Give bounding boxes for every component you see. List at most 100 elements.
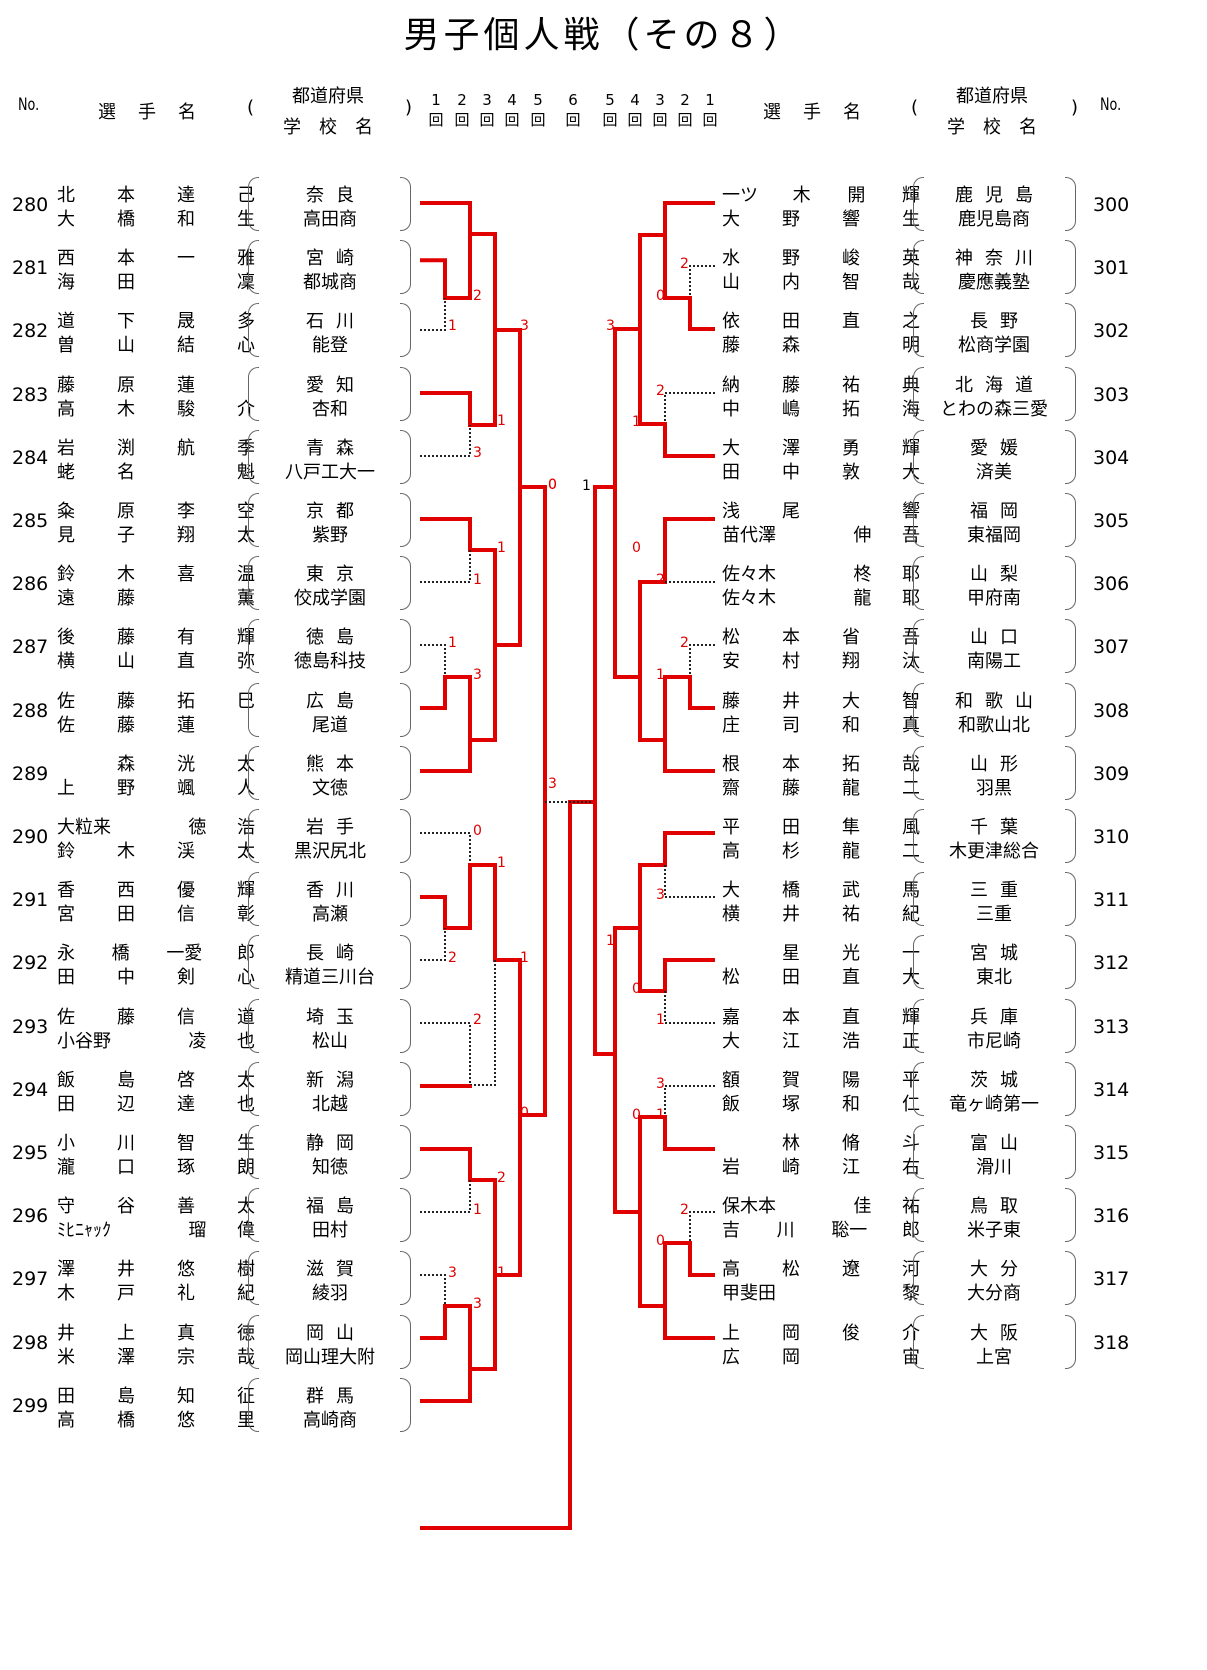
round-kanji: 回 — [530, 111, 546, 129]
name-part: 開 — [847, 185, 866, 206]
name-part: 森 — [782, 335, 800, 357]
player-name-second: 大野響生 — [722, 205, 922, 230]
bracket-loser-path — [664, 1085, 715, 1117]
prefecture: 長野 — [970, 311, 1030, 333]
prefecture: 三重 — [970, 880, 1030, 902]
school-name: 高崎商 — [303, 1409, 357, 1431]
name-part: 本 — [782, 753, 800, 775]
bracket-winner-path — [638, 928, 715, 993]
name-part: 崎 — [782, 1157, 800, 1178]
name-part: 敦 — [842, 461, 860, 483]
prefecture: 宮城 — [970, 943, 1030, 965]
name-part: 藤 — [722, 335, 740, 357]
player-name-first: 道下晟多 — [57, 307, 257, 333]
school-name: 和歌山北 — [958, 714, 1030, 736]
name-part: 中 — [117, 967, 135, 989]
name-part: 輝 — [237, 880, 255, 902]
player-name-first: 後藤有輝 — [57, 623, 257, 649]
name-part: 洸 — [177, 753, 195, 775]
name-part: 見 — [57, 525, 75, 546]
name-part: 井 — [57, 1322, 75, 1344]
player-name-first: 一ツ木開輝 — [722, 181, 922, 206]
name-part: 直 — [842, 311, 860, 333]
round-kanji: 回 — [677, 111, 693, 129]
player-name-second: 齋藤龍二 — [722, 774, 922, 799]
name-part: 河 — [902, 1259, 920, 1281]
school-name: 甲府南 — [967, 588, 1021, 610]
name-part: 小 — [57, 1133, 75, 1154]
name-part: 山 — [117, 651, 135, 673]
entry-number: 317 — [1093, 1268, 1130, 1291]
player-name-first: 佐藤拓巳 — [57, 687, 257, 712]
name-part: 浅 — [722, 501, 740, 522]
name-part: 直 — [842, 1006, 860, 1028]
prefecture: 新潟 — [306, 1069, 366, 1091]
name-part: 岩 — [722, 1157, 740, 1178]
name-part: 大 — [57, 209, 75, 230]
prefecture: 鳥取 — [970, 1196, 1030, 1218]
bracket-loser-path — [420, 928, 446, 961]
match-score: 1 — [497, 540, 506, 556]
name-part: 橋 — [117, 1409, 135, 1431]
entry-number: 297 — [12, 1268, 49, 1291]
name-part: 野 — [117, 777, 135, 799]
name-part: 智 — [177, 1133, 195, 1154]
entry-number: 286 — [12, 573, 49, 596]
name-part: 田 — [782, 817, 800, 838]
prefecture: 埼玉 — [306, 1006, 366, 1028]
name-part: 高 — [722, 1259, 740, 1281]
name-part: 遠 — [57, 588, 75, 610]
bracket-open — [913, 682, 924, 737]
name-part: 和 — [842, 714, 860, 736]
prefecture: 千葉 — [970, 817, 1030, 838]
name-part: 田 — [57, 1093, 75, 1115]
name-part: 藤 — [782, 374, 800, 396]
name-part: 峻 — [842, 248, 860, 270]
bracket-loser-path — [689, 644, 715, 677]
name-part: 田 — [722, 461, 740, 483]
name-part: 藤 — [117, 627, 135, 649]
name-part: 晟 — [177, 311, 195, 333]
name-part: 橋 — [782, 880, 800, 902]
name-part: 保木本 — [722, 1196, 776, 1218]
header-school-right: 学 校 名 — [947, 117, 1037, 138]
name-part: 岩 — [57, 437, 75, 459]
bracket-winner-path — [420, 645, 497, 742]
name-part: 俊 — [842, 1322, 860, 1344]
name-part: 佐々木 — [722, 564, 776, 586]
player-name-first: 浅尾響 — [722, 497, 922, 522]
prefecture: 京都 — [306, 501, 366, 522]
entry-number: 309 — [1093, 762, 1130, 785]
name-part: 横 — [57, 651, 75, 673]
round-number: 1 — [705, 91, 715, 109]
entry-number: 305 — [1093, 510, 1130, 532]
player-name-first: 星光一 — [722, 939, 922, 964]
match-score: 1 — [656, 1107, 665, 1123]
prefecture: 奈良 — [306, 185, 366, 206]
round-number: 4 — [507, 91, 517, 109]
bracket-winner-path — [638, 675, 715, 742]
name-part: 井 — [782, 690, 800, 712]
player-name-first: 小川智生 — [57, 1129, 257, 1154]
name-part: 森 — [117, 753, 135, 775]
header-no-right: No. — [1100, 95, 1122, 115]
name-part: 本 — [117, 248, 135, 270]
player-name-first: 平田隼風 — [722, 813, 922, 838]
entry-number: 288 — [12, 699, 49, 722]
name-part: 郎 — [236, 943, 255, 965]
header-school-left: 学 校 名 — [283, 117, 373, 138]
name-part: 蓮 — [177, 374, 195, 396]
name-part: 聡一 — [831, 1220, 868, 1242]
name-part: 谷 — [117, 1196, 135, 1218]
bracket-loser-path — [420, 550, 471, 583]
name-part: 征 — [237, 1385, 255, 1407]
name-part: 英 — [902, 248, 920, 270]
name-part: 庄 — [722, 714, 740, 736]
match-score: 3 — [548, 776, 557, 792]
name-part: 下 — [117, 311, 135, 333]
name-part: 原 — [117, 374, 135, 396]
prefecture: 山形 — [970, 753, 1030, 775]
school-name: 高田商 — [303, 209, 357, 230]
entry-number: 311 — [1093, 889, 1130, 912]
